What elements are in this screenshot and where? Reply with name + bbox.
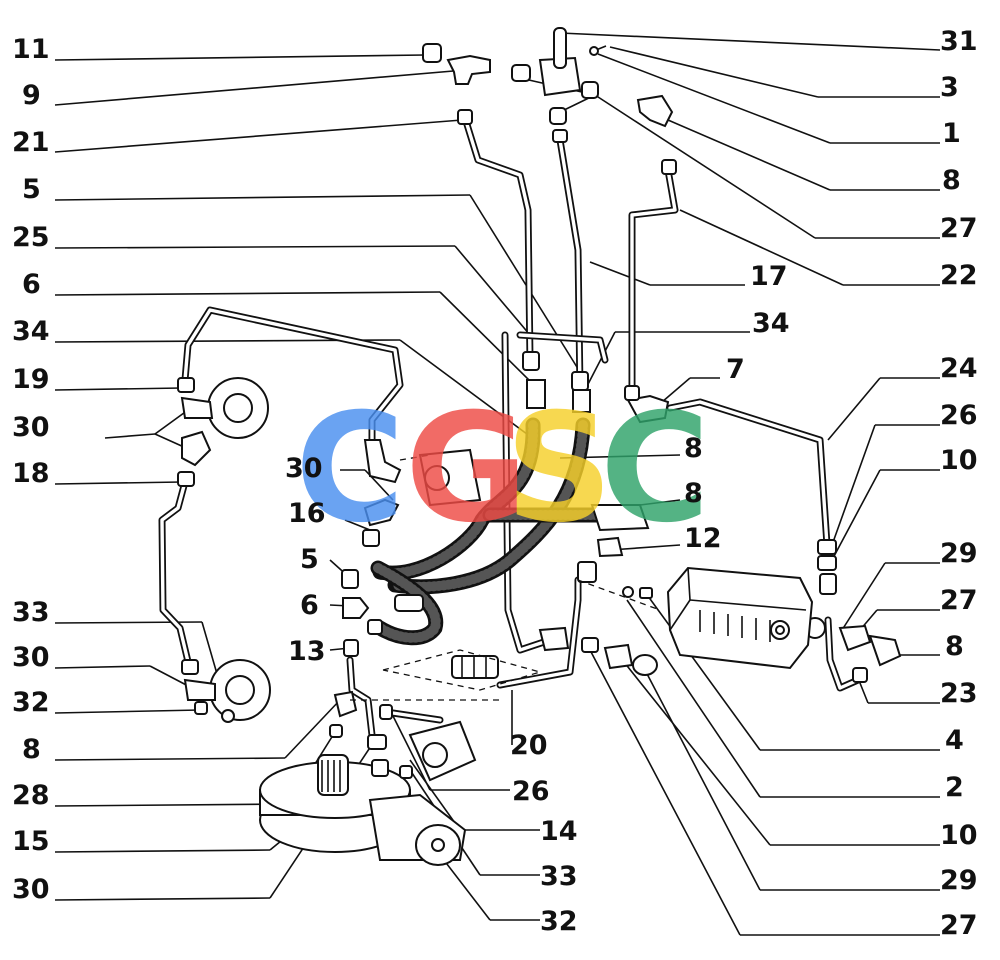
main-pump bbox=[259, 690, 477, 866]
callout-center-6: 12 bbox=[684, 523, 722, 554]
callout-center-2: 34 bbox=[752, 308, 790, 339]
callout-right-3: 1 bbox=[942, 118, 961, 149]
callout-right-18: 27 bbox=[940, 910, 978, 941]
callout-right-1: 31 bbox=[940, 26, 978, 57]
watermark-letter-g: G bbox=[405, 382, 528, 556]
callout-left-14: 8 bbox=[22, 734, 41, 765]
callout-left-10: 18 bbox=[12, 458, 50, 489]
callout-left-8: 19 bbox=[12, 364, 50, 395]
callout-right-2: 3 bbox=[940, 72, 959, 103]
callout-center-1: 17 bbox=[750, 261, 788, 292]
callout-left-9: 30 bbox=[12, 412, 50, 443]
callout-left-11: 33 bbox=[12, 597, 50, 628]
callout-center-4: 8 bbox=[684, 433, 703, 464]
callout-right-14: 4 bbox=[945, 725, 964, 756]
callout-left-15: 28 bbox=[12, 780, 50, 811]
callout-left-16: 15 bbox=[12, 826, 50, 857]
callout-center-11: 13 bbox=[288, 636, 326, 667]
watermark-letter-c: C bbox=[295, 382, 405, 556]
callout-right-7: 24 bbox=[940, 353, 978, 384]
callout-center-9: 5 bbox=[300, 544, 319, 575]
callout-left-17: 30 bbox=[12, 874, 50, 905]
callout-right-12: 8 bbox=[945, 631, 964, 662]
callout-center-15: 33 bbox=[540, 861, 578, 892]
callout-right-4: 8 bbox=[942, 165, 961, 196]
callout-right-15: 2 bbox=[945, 772, 964, 803]
callout-center-10: 6 bbox=[300, 590, 319, 621]
callout-right-11: 27 bbox=[940, 585, 978, 616]
callout-right-16: 10 bbox=[940, 820, 978, 851]
callout-right-13: 23 bbox=[940, 678, 978, 709]
callout-center-7: 30 bbox=[285, 453, 323, 484]
callout-left-3: 21 bbox=[12, 127, 50, 158]
callouts-right: 31 3 1 8 27 22 24 26 10 29 27 8 23 4 2 1… bbox=[940, 26, 978, 941]
callout-right-5: 27 bbox=[940, 213, 978, 244]
callout-right-8: 26 bbox=[940, 400, 978, 431]
callout-right-6: 22 bbox=[940, 260, 978, 291]
callouts-center: 17 34 7 8 8 12 30 16 5 6 13 20 26 14 33 … bbox=[285, 261, 790, 937]
callouts-left: 11 9 21 5 25 6 34 19 30 18 33 30 32 8 28… bbox=[12, 34, 50, 905]
callout-right-9: 10 bbox=[940, 445, 978, 476]
callout-left-1: 11 bbox=[12, 34, 50, 65]
watermark-letter-s: S bbox=[505, 382, 613, 556]
watermark-letter-c2: C bbox=[600, 382, 710, 556]
callout-left-13: 32 bbox=[12, 687, 50, 718]
rigid-pipes bbox=[158, 114, 862, 739]
watermark: C G S C bbox=[295, 382, 710, 556]
callout-right-17: 29 bbox=[940, 865, 978, 896]
dashed-assembly-lines bbox=[350, 454, 661, 701]
callout-left-6: 6 bbox=[22, 269, 41, 300]
callout-center-5: 8 bbox=[684, 478, 703, 509]
callout-left-2: 9 bbox=[22, 80, 41, 111]
fittings bbox=[177, 27, 902, 723]
flexible-hoses bbox=[370, 417, 606, 646]
callout-left-5: 25 bbox=[12, 222, 50, 253]
callout-left-7: 34 bbox=[12, 316, 50, 347]
callout-center-8: 16 bbox=[288, 498, 326, 529]
callout-center-3: 7 bbox=[726, 354, 745, 385]
control-valve-block bbox=[666, 566, 814, 670]
callout-left-12: 30 bbox=[12, 642, 50, 673]
callout-center-14: 14 bbox=[540, 816, 578, 847]
callout-center-13: 26 bbox=[512, 776, 550, 807]
callout-left-4: 5 bbox=[22, 174, 41, 205]
callout-center-12: 20 bbox=[510, 730, 548, 761]
callout-center-16: 32 bbox=[540, 906, 578, 937]
callout-right-10: 29 bbox=[940, 538, 978, 569]
